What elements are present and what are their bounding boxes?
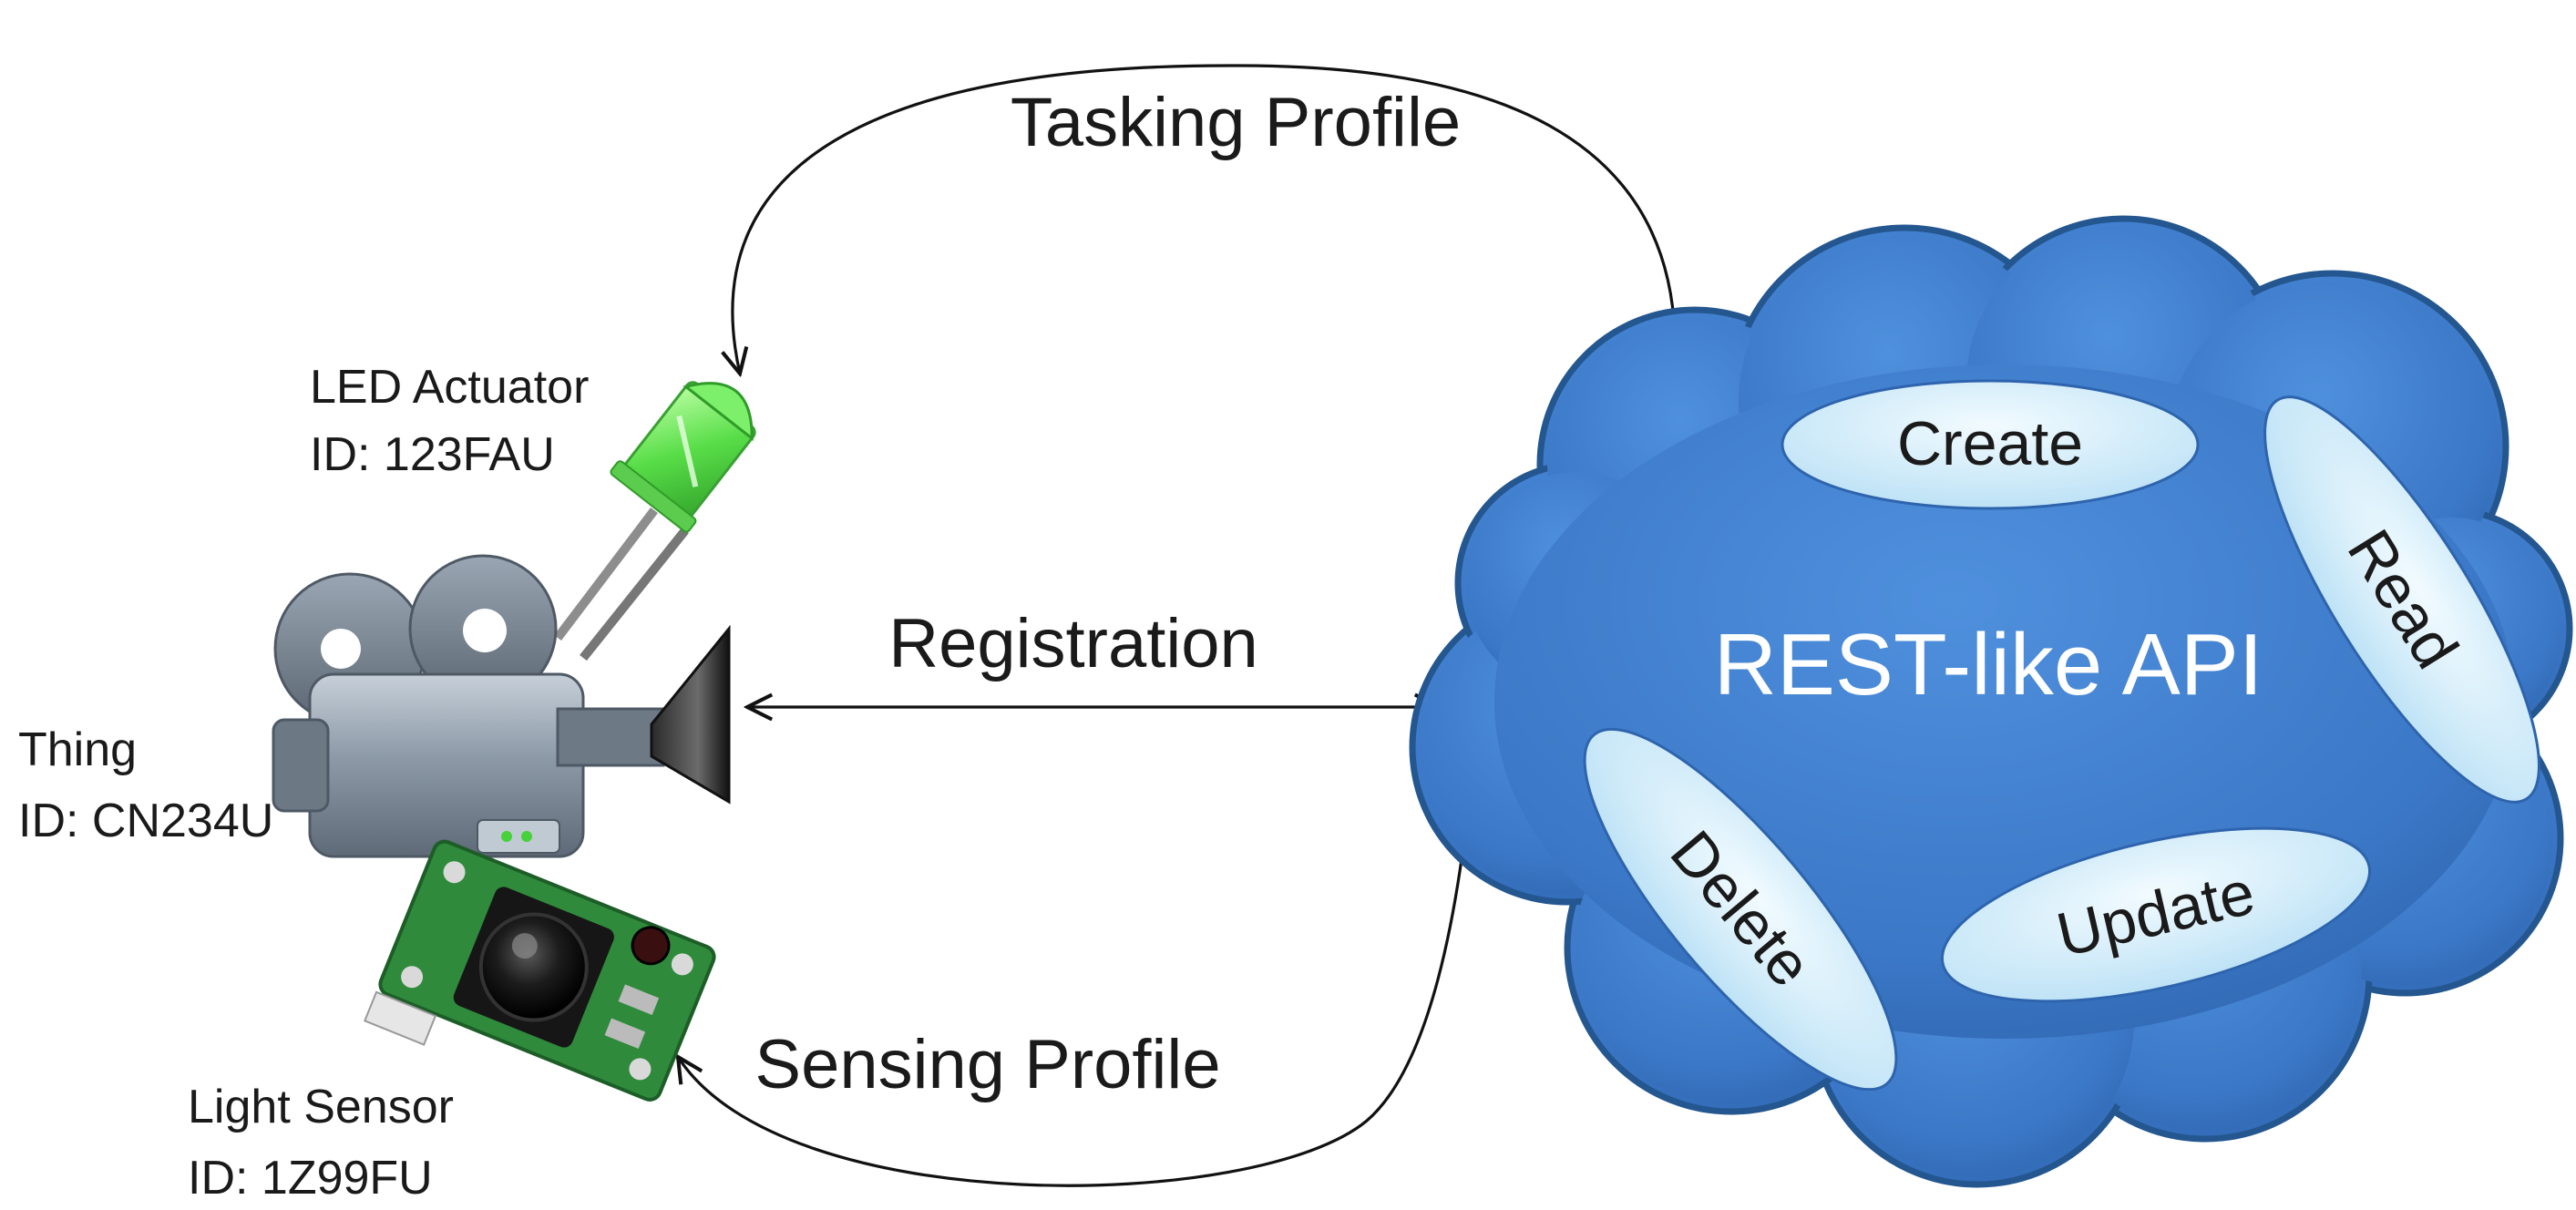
thing-id: ID: CN234U — [18, 795, 273, 847]
camera-sensor-board-icon — [363, 839, 716, 1102]
operation-update: Update — [1940, 826, 2372, 1003]
operation-create: Create — [1781, 379, 2200, 510]
sensing-profile-arrow — [678, 784, 1471, 1187]
registration-label: Registration — [888, 605, 1258, 682]
api-title: REST-like API — [1714, 616, 2263, 713]
light-sensor-name: Light Sensor — [188, 1081, 454, 1133]
light-sensor-id: ID: 1Z99FU — [188, 1152, 433, 1205]
green-led-icon — [554, 381, 756, 661]
operation-create-label: Create — [1897, 409, 2083, 478]
tasking-profile-arrow — [733, 64, 1675, 374]
thing-name: Thing — [18, 723, 137, 776]
led-actuator-id: ID: 123FAU — [310, 428, 555, 481]
operation-read: Read — [2263, 395, 2540, 804]
video-camera-icon — [272, 554, 731, 858]
tasking-profile-label: Tasking Profile — [1011, 84, 1461, 161]
flow-arrows — [678, 64, 1675, 1187]
sensing-profile-label: Sensing Profile — [754, 1026, 1220, 1103]
led-actuator-name: LED Actuator — [310, 361, 589, 414]
